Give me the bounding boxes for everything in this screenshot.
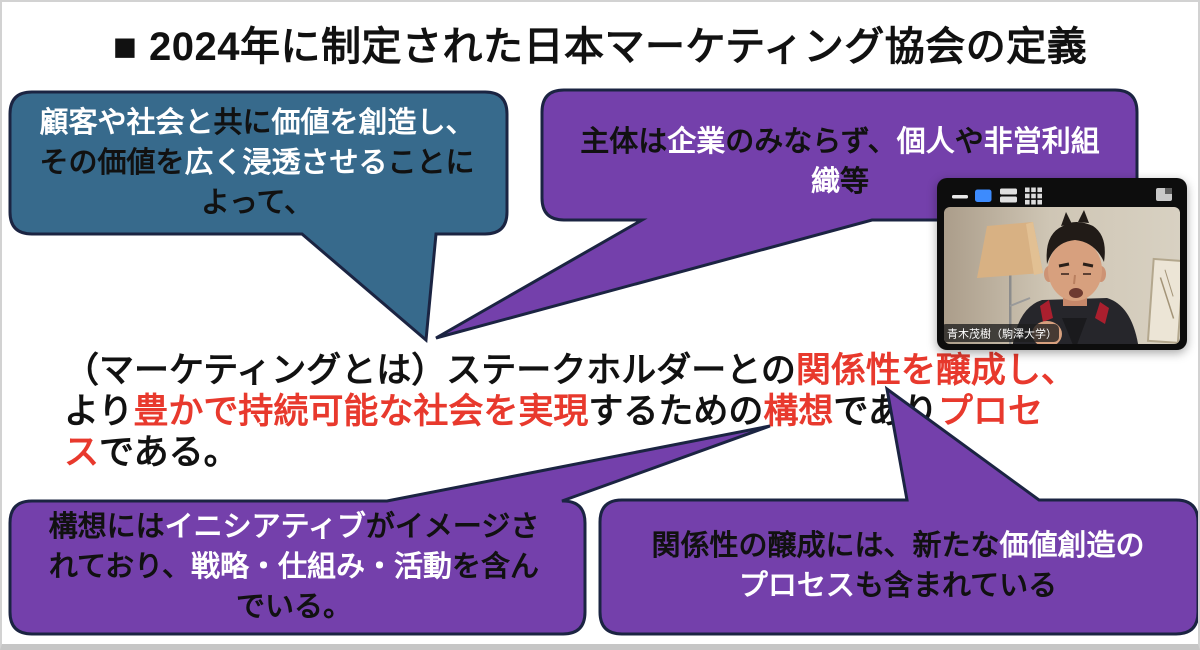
text-segment: プロセ	[938, 392, 1044, 431]
text-segment: 織	[810, 166, 840, 198]
text-segment: イニシアティブ	[164, 511, 366, 543]
bubble-text-bottom-right: 関係性の醸成には、新たな価値創造のプロセスも含まれている	[606, 526, 1190, 606]
text-segment: 戦略・仕組み・活動	[191, 551, 453, 583]
text-segment: 構想には	[48, 511, 165, 543]
text-segment: （マーケティングとは）ステークホルダーとの	[64, 351, 796, 390]
text-segment: 価値創造の	[999, 530, 1145, 562]
webcam-window[interactable]: 青木茂樹（駒澤大学）	[937, 178, 1187, 350]
text-line: スである。	[64, 432, 1076, 473]
text-segment: ことに	[387, 147, 475, 179]
text-line: でいる。	[16, 587, 572, 627]
text-segment: 等	[840, 166, 870, 198]
text-segment: である。	[99, 433, 239, 472]
minimize-icon[interactable]	[952, 195, 968, 199]
text-line: （マーケティングとは）ステークホルダーとの関係性を醸成し、	[64, 350, 1076, 391]
text-segment: 広く浸透させる	[184, 147, 388, 179]
text-segment: 顧客や社会と	[39, 107, 214, 139]
text-line: よって、	[16, 183, 498, 223]
bubble-text-top-left: 顧客や社会と共に価値を創造し、その価値を広く浸透させることによって、	[16, 103, 498, 223]
text-segment: プロセス	[738, 570, 855, 602]
text-segment: 価値を創造し、	[271, 107, 475, 139]
text-segment: 関係性を醸成し、	[795, 351, 1076, 390]
text-segment: よって、	[200, 187, 314, 219]
slide-title: ■ 2024年に制定された日本マーケティング協会の定義	[112, 25, 1088, 69]
text-line: より豊かで持続可能な社会を実現するための構想でありプロセ	[64, 391, 1076, 432]
text-segment: 非営利組	[983, 126, 1100, 158]
text-segment: ス	[64, 433, 100, 472]
text-segment: 企業	[667, 126, 726, 158]
text-segment: 個人	[896, 126, 955, 158]
text-segment: 豊かで持続可能な社会を実現	[133, 392, 589, 431]
definition-text: （マーケティングとは）ステークホルダーとの関係性を醸成し、より豊かで持続可能な社…	[64, 350, 1076, 473]
layout-icon[interactable]	[1156, 188, 1172, 201]
picture-frame	[1146, 257, 1180, 344]
text-segment: がイメージさ	[365, 511, 540, 543]
text-line: れており、戦略・仕組み・活動を含ん	[16, 547, 572, 587]
text-line: 関係性の醸成には、新たな価値創造の	[606, 526, 1190, 566]
text-segment: のみならず、	[725, 126, 897, 158]
text-segment: より	[64, 392, 134, 431]
text-segment: 構想	[763, 392, 834, 431]
text-segment: れており、	[48, 551, 192, 583]
text-segment: も含まれている	[854, 570, 1058, 602]
text-segment: でいる。	[235, 591, 352, 623]
text-line: 主体は企業のみならず、個人や非営利組	[550, 122, 1130, 162]
grid-view-icon[interactable]	[1025, 187, 1042, 205]
text-segment: 関係性の醸成には、新たな	[651, 530, 1000, 562]
speaker-view-icon[interactable]	[975, 189, 992, 203]
text-segment: 共に	[213, 107, 272, 139]
text-segment: を含ん	[452, 551, 540, 583]
text-line: プロセスも含まれている	[606, 566, 1190, 606]
text-line: その価値を広く浸透させることに	[16, 143, 498, 183]
presenter-name: 青木茂樹（駒澤大学）	[947, 327, 1057, 341]
text-segment: その価値を	[39, 147, 185, 179]
text-line: 構想にはイニシアティブがイメージさ	[16, 507, 572, 547]
text-segment: であり	[833, 392, 939, 431]
presenter-name-tag: 青木茂樹（駒澤大学）	[944, 324, 1059, 342]
text-segment: や	[954, 126, 984, 158]
webcam-canvas: 青木茂樹（駒澤大学）	[937, 178, 1187, 350]
bubble-text-bottom-left: 構想にはイニシアティブがイメージされており、戦略・仕組み・活動を含んでいる。	[16, 507, 572, 627]
text-segment: 主体は	[580, 126, 668, 158]
presenter-video: 青木茂樹（駒澤大学）	[944, 207, 1180, 344]
text-line: 顧客や社会と共に価値を創造し、	[16, 103, 498, 143]
text-segment: するための	[588, 392, 764, 431]
